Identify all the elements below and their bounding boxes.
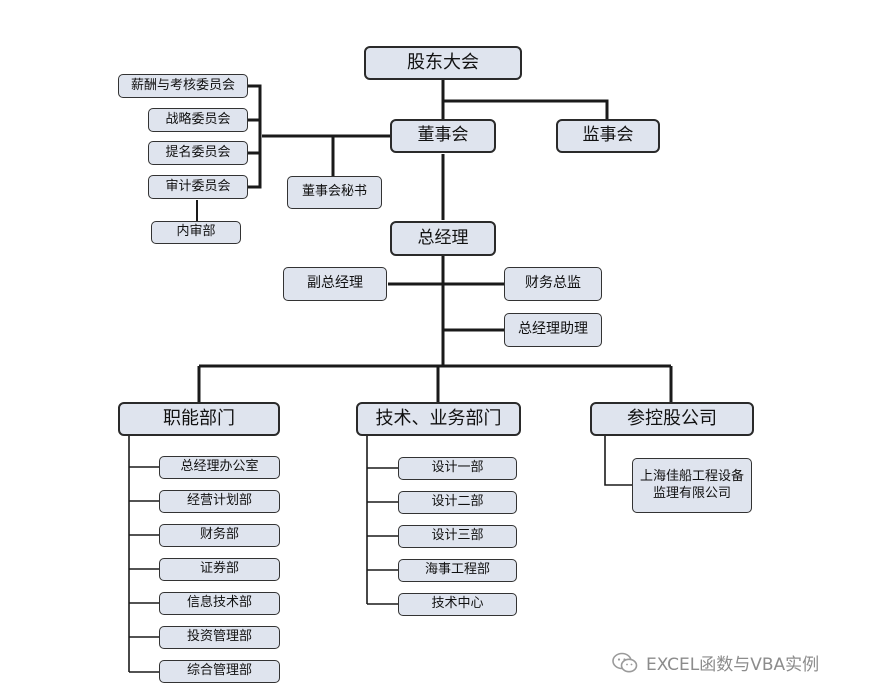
dept-item: 设计一部 — [398, 457, 517, 480]
dept-item: 综合管理部 — [159, 660, 280, 683]
connector — [248, 84, 262, 189]
dept-item: 投资管理部 — [159, 626, 280, 649]
node-nomination-committee: 提名委员会 — [148, 141, 248, 165]
node-strategy-committee: 战略委员会 — [148, 108, 248, 132]
node-gm-assistant: 总经理助理 — [504, 313, 602, 347]
watermark: EXCEL函数与VBA实例 — [612, 650, 819, 675]
dept-item: 证券部 — [159, 558, 280, 581]
dept-item: 海事工程部 — [398, 559, 517, 582]
node-subsidiary: 上海佳船工程设备 监理有限公司 — [632, 458, 752, 513]
subsidiary-name-line2: 监理有限公司 — [652, 485, 731, 501]
node-shareholders: 股东大会 — [364, 46, 522, 80]
node-deputy-gm: 副总经理 — [283, 267, 387, 301]
watermark-text: EXCEL函数与VBA实例 — [646, 655, 820, 675]
dept-item: 经营计划部 — [159, 490, 280, 513]
connector — [604, 436, 632, 486]
dept-item: 技术中心 — [398, 593, 517, 616]
node-functional-departments: 职能部门 — [118, 402, 280, 436]
dept-item: 财务部 — [159, 524, 280, 547]
node-general-manager: 总经理 — [390, 221, 496, 256]
node-audit-committee: 审计委员会 — [148, 175, 248, 199]
dept-item: 信息技术部 — [159, 592, 280, 615]
node-supervisors: 监事会 — [556, 119, 660, 153]
subsidiary-name-line1: 上海佳船工程设备 — [639, 469, 744, 485]
dept-item: 总经理办公室 — [159, 456, 280, 479]
dept-item: 设计三部 — [398, 525, 517, 548]
node-internal-audit: 内审部 — [151, 221, 241, 244]
wechat-icon — [612, 652, 638, 672]
node-tech-departments: 技术、业务部门 — [356, 402, 521, 436]
connector — [443, 99, 609, 120]
node-holding-companies: 参控股公司 — [590, 402, 754, 436]
node-board-secretary: 董事会秘书 — [287, 176, 382, 209]
node-compensation-committee: 薪酬与考核委员会 — [118, 74, 248, 98]
node-board: 董事会 — [390, 119, 496, 153]
dept-item: 设计二部 — [398, 491, 517, 514]
node-cfo: 财务总监 — [504, 267, 602, 301]
